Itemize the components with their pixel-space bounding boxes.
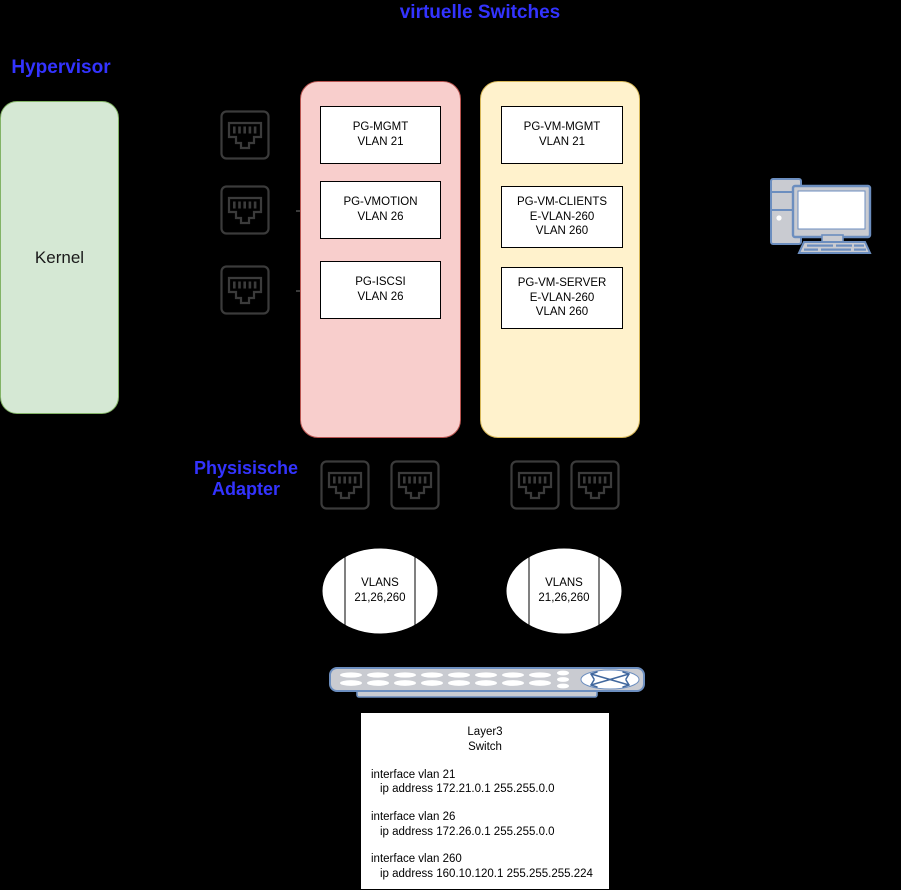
portgroup-line: E-VLAN-260 — [529, 210, 595, 223]
portgroup-pg-vm-mgmt[interactable]: PG-VM-MGMT VLAN 21 — [501, 106, 623, 164]
portgroup-line: PG-MGMT — [352, 121, 409, 134]
vlan-trunk-ellipse: VLANS 21,26,260 — [321, 547, 439, 635]
vlan-interface-block: interface vlan 21 ip address 172.21.0.1 … — [371, 768, 599, 797]
vlan-interface-block: interface vlan 26 ip address 172.26.0.1 … — [371, 810, 599, 839]
portgroup-line: VLAN 26 — [357, 211, 404, 223]
layer3-switch-config-box: Layer3 Switch interface vlan 21 ip addre… — [360, 712, 610, 890]
rj45-port-icon — [569, 459, 621, 511]
network-switch-icon — [329, 666, 645, 700]
connector-stub — [296, 210, 303, 212]
diagram-title: virtuelle Switches — [399, 2, 561, 23]
portgroup-pg-vmotion[interactable]: PG-VMOTION VLAN 26 — [320, 181, 441, 239]
portgroup-line: VLAN 260 — [535, 225, 589, 238]
interface-declaration: interface vlan 26 — [371, 811, 456, 824]
portgroup-pg-vm-clients[interactable]: PG-VM-CLIENTS E-VLAN-260 VLAN 260 — [501, 186, 623, 248]
interface-ip-address: ip address 172.21.0.1 255.255.0.0 — [380, 783, 555, 796]
vswitch-distributed-container: PG-VM-MGMT VLAN 21 PG-VM-CLIENTS E-VLAN-… — [480, 81, 640, 438]
vlan-trunk-ellipse: VLANS 21,26,260 — [505, 547, 623, 635]
interface-ip-address: ip address 160.10.120.1 255.255.255.224 — [380, 867, 593, 880]
rj45-port-icon — [509, 459, 561, 511]
portgroup-pg-iscsi[interactable]: PG-ISCSI VLAN 26 — [320, 261, 441, 319]
portgroup-line: VLAN 21 — [357, 136, 404, 148]
rj45-port-icon — [219, 184, 271, 236]
portgroup-line: PG-VM-CLIENTS — [516, 195, 608, 208]
rj45-port-icon — [219, 264, 271, 316]
interface-declaration: interface vlan 260 — [371, 853, 462, 866]
hypervisor-label: Hypervisor — [11, 57, 111, 78]
physical-adapter-label: Physisische Adapter — [193, 458, 299, 499]
interface-declaration: interface vlan 21 — [371, 768, 456, 781]
desktop-pc-icon — [766, 176, 876, 254]
vswitch-standard-container: PG-MGMT VLAN 21 PG-VMOTION VLAN 26 PG-IS… — [300, 81, 461, 438]
connector-stub — [296, 290, 303, 292]
rj45-port-icon — [389, 459, 441, 511]
portgroup-line: PG-VM-SERVER — [517, 276, 607, 289]
portgroup-line: E-VLAN-260 — [529, 291, 595, 304]
portgroup-pg-vm-server[interactable]: PG-VM-SERVER E-VLAN-260 VLAN 260 — [501, 267, 623, 329]
portgroup-line: VLAN 26 — [357, 291, 404, 303]
kernel-box: Kernel — [0, 101, 119, 414]
portgroup-line: PG-VMOTION — [343, 196, 418, 209]
portgroup-line: PG-ISCSI — [355, 276, 406, 289]
portgroup-line: VLAN 260 — [535, 306, 589, 319]
kernel-label: Kernel — [34, 247, 85, 267]
rj45-port-icon — [319, 459, 371, 511]
interface-ip-address: ip address 172.26.0.1 255.255.0.0 — [380, 825, 555, 838]
portgroup-line: PG-VM-MGMT — [523, 121, 601, 134]
rj45-port-icon — [219, 109, 271, 161]
vlan-interface-block: interface vlan 260 ip address 160.10.120… — [371, 852, 599, 881]
portgroup-line: VLAN 21 — [538, 136, 586, 148]
portgroup-pg-mgmt[interactable]: PG-MGMT VLAN 21 — [320, 106, 441, 164]
layer3-switch-title: Layer3 Switch — [467, 726, 503, 753]
